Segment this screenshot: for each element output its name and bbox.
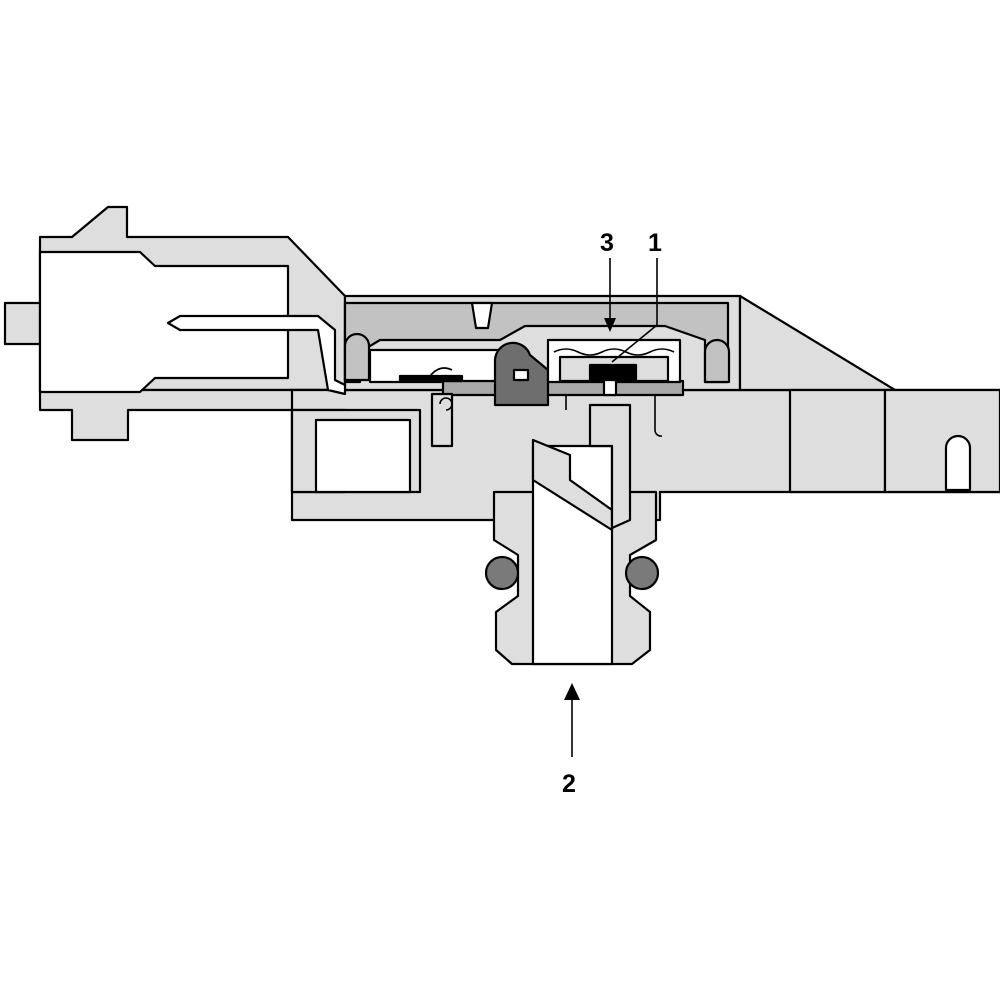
callout-3-arrowhead	[604, 318, 616, 332]
connector-housing	[3, 205, 347, 442]
callout-label-1: 1	[648, 229, 662, 257]
connector-pin	[166, 314, 347, 396]
callout-2-arrowhead	[564, 683, 580, 700]
o-ring-seals	[484, 555, 660, 591]
callout-lines	[564, 258, 658, 757]
circuit-board	[398, 341, 685, 448]
pressure-port	[492, 403, 658, 666]
sensor-cover	[343, 301, 731, 384]
callout-label-3: 3	[600, 229, 614, 257]
callout-label-2: 2	[562, 770, 576, 798]
